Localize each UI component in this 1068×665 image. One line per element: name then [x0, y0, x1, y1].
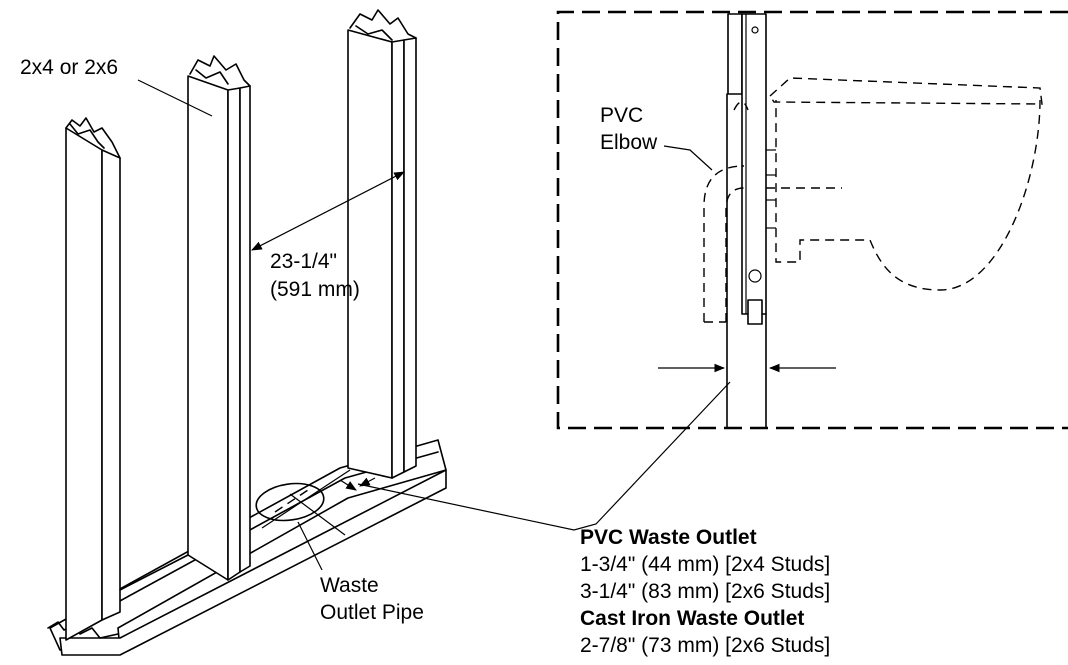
pipe-label-line1: Waste: [320, 574, 379, 597]
stud-right: [347, 9, 417, 479]
elbow-label-line1: PVC: [600, 104, 643, 127]
stud-size-leader: [137, 79, 213, 117]
stud-middle: [119, 55, 251, 591]
pipe-label-line2: Outlet Pipe: [320, 601, 424, 624]
detail-frame: [556, 10, 1068, 430]
stud-size-label: 2x4 or 2x6: [20, 56, 118, 79]
plate-dim-arrow-left: [339, 479, 357, 491]
elbow-label-line2: Elbow: [600, 131, 658, 154]
pvc-elbow: [703, 165, 842, 323]
elbow-leader: [663, 145, 713, 171]
stud-left: [65, 117, 121, 641]
pvc-outlet-2x4: 1-3/4" (44 mm) [2x4 Studs]: [580, 553, 830, 576]
wall-hung-toilet: [733, 77, 1043, 291]
cast-iron-outlet-2x6: 2-7/8" (73 mm) [2x6 Studs]: [580, 634, 830, 657]
pvc-outlet-2x6: 3-1/4" (83 mm) [2x6 Studs]: [580, 580, 830, 603]
spacing-metric-label: (591 mm): [270, 278, 360, 301]
stud-spacing-dimension: [251, 171, 405, 251]
pvc-outlet-heading: PVC Waste Outlet: [580, 526, 757, 549]
pipe-leader: [297, 521, 323, 571]
carrier-frame: [727, 13, 776, 325]
waste-outlet-marker: [255, 469, 351, 536]
outlet-leader: [357, 381, 731, 531]
cast-iron-outlet-heading: Cast Iron Waste Outlet: [580, 607, 804, 630]
spacing-imperial-label: 23-1/4": [270, 250, 337, 273]
